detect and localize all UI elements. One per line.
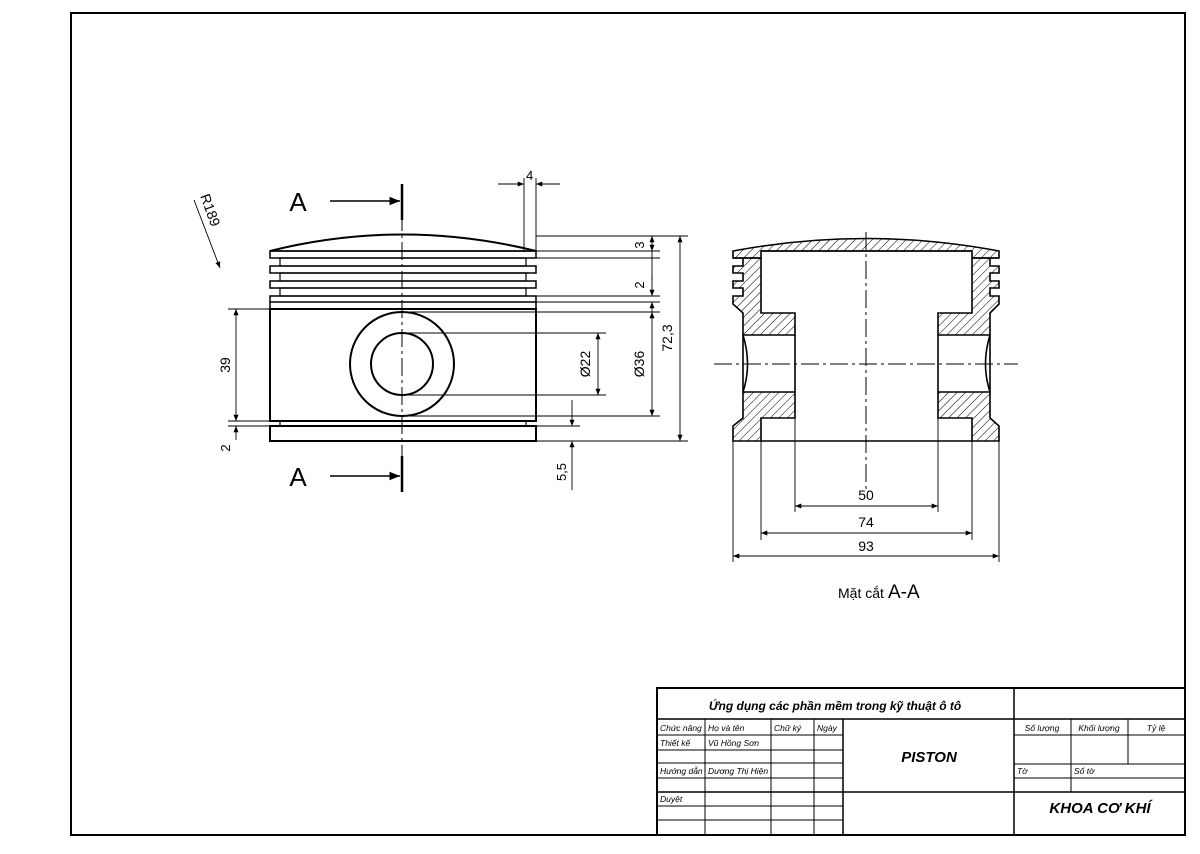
sheet-label: Tờ — [1017, 766, 1028, 776]
section-caption: Mặt cắt A-A — [838, 582, 920, 603]
dim-skirt-label: 39 — [217, 357, 233, 373]
header-scale: Tỷ lệ — [1147, 723, 1166, 733]
dim-height-label: 72,3 — [659, 324, 675, 351]
header-role: Chức năng — [660, 723, 702, 733]
dim-mid-label: 74 — [858, 514, 874, 530]
title-block-text: Ứng dụng các phần mềm trong kỹ thuật ô t… — [660, 698, 1165, 817]
row-name-advisor: Dương Thị Hiện — [708, 766, 768, 776]
dim-bottom-gap-label: 2 — [218, 444, 233, 451]
dim-radius-label: R189 — [197, 192, 224, 229]
part-name: PISTON — [901, 749, 958, 766]
row-role-approver: Duyệt — [660, 794, 683, 804]
row-role-designer: Thiết kế — [660, 738, 692, 748]
dim-crown-label: 3 — [632, 241, 647, 248]
department: KHOA CƠ KHÍ — [1049, 800, 1153, 817]
section-mark-top: A — [289, 187, 307, 217]
header-name: Họ và tên — [708, 723, 745, 733]
dim-boss-label: Ø36 — [631, 351, 647, 378]
section-view — [714, 232, 1018, 490]
dim-inner-label: 50 — [858, 487, 874, 503]
dim-outer-label: 93 — [858, 538, 874, 554]
header-signature: Chữ ký — [774, 723, 802, 733]
sheet-count-label: Số tờ — [1074, 766, 1095, 776]
section-view-dimensions — [732, 418, 1000, 562]
section-marker-bottom: A — [289, 456, 404, 492]
dim-bottom-right-label: 5,5 — [554, 463, 569, 481]
section-view-dim-labels: 50 74 93 — [858, 487, 874, 554]
section-caption-prefix: Mặt cắt — [838, 585, 884, 601]
dim-land-label: 2 — [632, 281, 647, 288]
header-mass: Khối lượng — [1078, 723, 1120, 733]
row-name-designer: Vũ Hồng Sơn — [708, 738, 759, 748]
sheet-frame — [70, 12, 1186, 836]
dim-top-width-label: 4 — [526, 168, 533, 183]
front-view-dimensions — [193, 178, 688, 490]
course-title: Ứng dụng các phần mềm trong kỹ thuật ô t… — [709, 698, 961, 713]
header-quantity: Số lượng — [1025, 723, 1060, 733]
header-date: Ngày — [817, 723, 838, 733]
section-marker-top: A — [289, 184, 404, 220]
title-block — [656, 687, 1186, 836]
section-mark-bottom: A — [289, 462, 307, 492]
section-caption-mark: A-A — [888, 582, 920, 603]
front-view — [269, 184, 537, 492]
row-role-advisor: Hướng dẫn — [660, 766, 703, 776]
dim-pin-bore-label: Ø22 — [577, 351, 593, 378]
